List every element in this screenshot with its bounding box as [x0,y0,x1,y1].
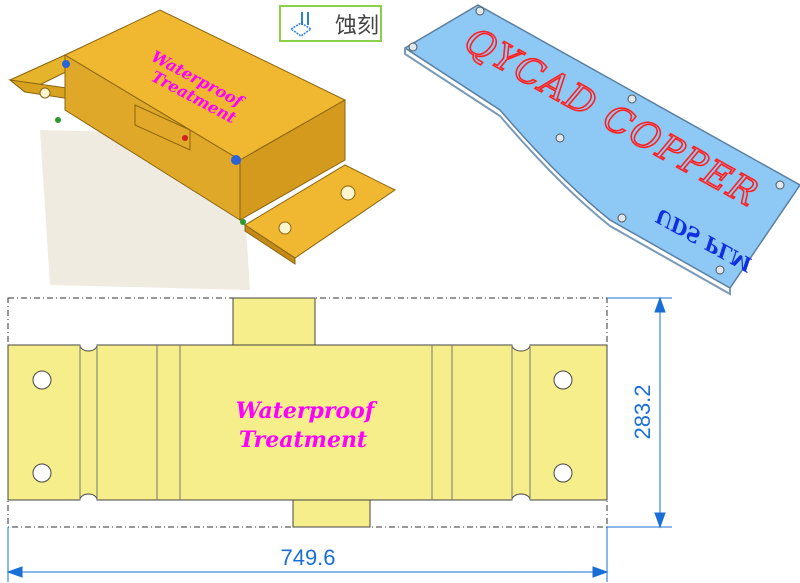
copper-plate-3d: QYCAD COPPER UDS PLM [403,4,800,296]
flat-pattern: Waterproof Treatment [7,297,608,528]
bent-part-3d: Waterproof Treatment [8,9,396,290]
dim-height-value: 283.2 [630,384,655,439]
dimension-width[interactable]: 749.6 [6,527,609,582]
dim-width-value: 749.6 [280,545,335,570]
dimension-height[interactable]: 283.2 [607,296,672,529]
flat-engraving-line1: Waterproof [236,398,378,424]
etch-button[interactable]: 蚀刻 [279,5,382,42]
etch-label: 蚀刻 [335,13,380,39]
etch-tool-icon [289,11,313,37]
flat-engraving-line2: Treatment [239,427,367,453]
